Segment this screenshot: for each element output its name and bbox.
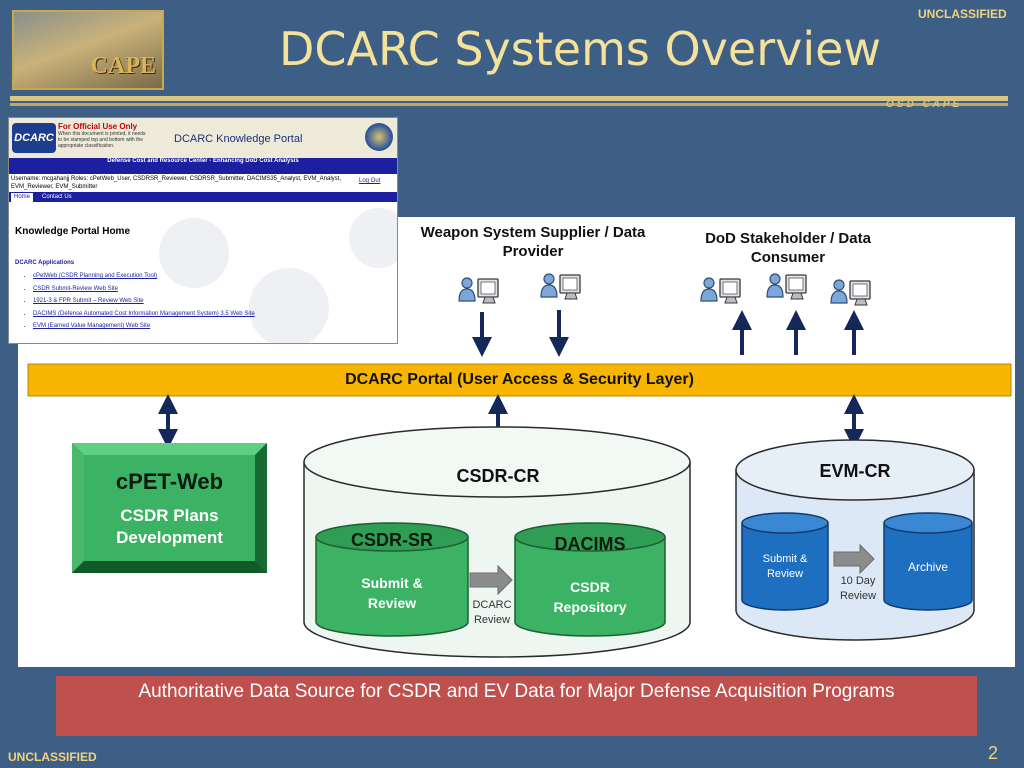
consumer-user-2 xyxy=(766,273,807,300)
cape-logo: CAPE xyxy=(12,10,164,90)
evm-archive-label: Archive xyxy=(907,560,948,574)
page-number: 2 xyxy=(988,743,999,763)
dcarc-review-arrow xyxy=(469,564,513,596)
app-link-csdr-submit-review[interactable]: CSDR Submit-Review Web Site xyxy=(33,283,255,296)
dacims-label: DACIMS xyxy=(554,534,626,554)
dcarc-logo: DCARC xyxy=(12,123,56,153)
csdr-sr-cylinder xyxy=(315,522,469,637)
consumer-user-3 xyxy=(830,279,871,306)
watermark-seal xyxy=(249,268,329,343)
classification-bottom: UNCLASSIFIED xyxy=(8,750,97,764)
portal-layer-bar xyxy=(27,363,1012,397)
evm-review-arrow xyxy=(833,543,875,575)
cpet-title: cPET-Web xyxy=(115,469,224,494)
dcarc-review-label: DCARC Review xyxy=(472,599,512,626)
watermark-seal xyxy=(159,218,229,288)
csdr-sr-label: CSDR-SR xyxy=(350,530,433,550)
cpet-subtitle: CSDR Plans Development xyxy=(116,506,223,547)
authoritative-source-banner: Authoritative Data Source for CSDR and E… xyxy=(56,676,977,736)
diagram-panel: Weapon System Supplier / Data Provider D… xyxy=(18,217,1015,667)
portal-name: DCARC Knowledge Portal xyxy=(174,133,303,145)
org-tag: OSD CAPE xyxy=(886,99,963,110)
portal-heading: Knowledge Portal Home xyxy=(15,226,131,237)
app-link-1921-fpr[interactable]: 1921-3 & FPR Submit – Review Web Site xyxy=(33,295,255,308)
consumer-user-1 xyxy=(700,277,741,304)
csdr-cr-label: CSDR-CR xyxy=(456,466,540,486)
portal-nav: Home Contact Us xyxy=(9,192,397,202)
portal-banner: Defense Cost and Resource Center - Enhan… xyxy=(9,158,397,174)
supplier-user-1 xyxy=(458,277,499,304)
supplier-user-2 xyxy=(540,273,581,300)
system-diagram xyxy=(27,273,1012,658)
watermark-seal xyxy=(349,208,397,268)
evm-submit-cylinder xyxy=(741,512,829,611)
evm-day-review-label: 10 Day Review xyxy=(839,575,877,602)
app-link-evm[interactable]: EVM (Earned Value Management) Web Site xyxy=(33,320,255,333)
dacims-cylinder xyxy=(514,522,666,637)
header-rule xyxy=(10,96,1008,101)
evm-submit-label: Submit & Review xyxy=(762,553,808,580)
dacims-sub: CSDR Repository xyxy=(553,579,627,615)
app-link-dacims[interactable]: DACIMS (Defense Automated Cost Informati… xyxy=(33,308,255,321)
dod-seal-icon xyxy=(365,123,393,151)
apps-heading: DCARC Applications xyxy=(15,260,75,266)
logo-text: CAPE xyxy=(90,53,156,79)
tab-contact-us[interactable]: Contact Us xyxy=(42,194,72,200)
apps-list: cPetWeb (CSDR Planning and Execution Too… xyxy=(13,270,255,333)
portal-screenshot: DCARC For Official Use Only When this do… xyxy=(8,117,398,344)
evm-archive-cylinder xyxy=(883,512,973,611)
user-roles: Username: mcgahanjj Roles: cPetWeb_User,… xyxy=(11,176,342,190)
cpet-web-box xyxy=(72,443,267,573)
csdr-sr-sub: Submit & Review xyxy=(361,575,423,611)
stakeholder-label: DoD Stakeholder / Data Consumer xyxy=(705,230,871,266)
classification-top: UNCLASSIFIED xyxy=(918,7,1007,21)
portal-header xyxy=(9,118,397,158)
slide-title: DCARC Systems Overview xyxy=(278,22,882,76)
logout-link[interactable]: Log Out xyxy=(359,178,381,184)
tab-home[interactable]: Home xyxy=(11,193,34,202)
fouo-note: When this document is printed, it needs … xyxy=(58,131,146,149)
supplier-label: Weapon System Supplier / Data Provider xyxy=(420,224,646,260)
evm-cr-label: EVM-CR xyxy=(819,461,891,481)
header-rule-2 xyxy=(10,103,1008,106)
app-link-cpetweb[interactable]: cPetWeb (CSDR Planning and Execution Too… xyxy=(33,270,255,283)
fouo-title: For Official Use Only xyxy=(58,122,138,131)
portal-layer-label: DCARC Portal (User Access & Security Lay… xyxy=(345,371,694,388)
